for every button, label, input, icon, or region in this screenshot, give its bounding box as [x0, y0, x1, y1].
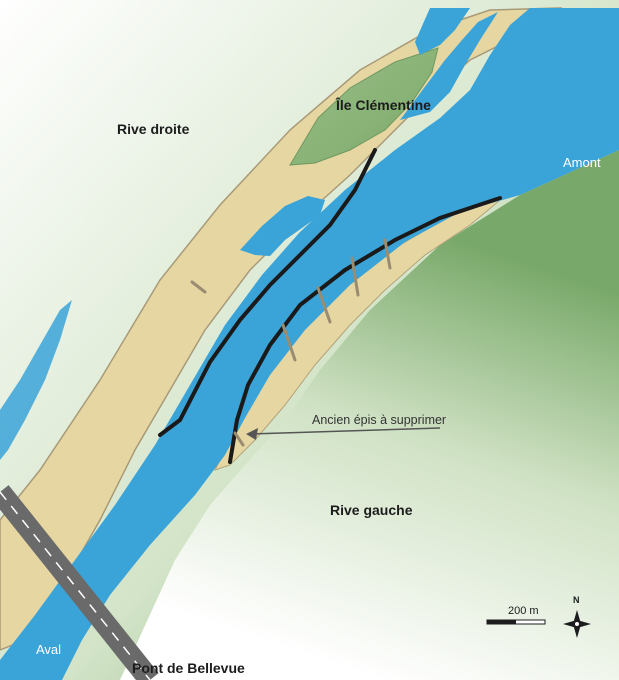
dike-upper [343, 196, 502, 272]
channel-north [415, 8, 470, 55]
label-pont-de-bellevue: Pont de Bellevue [132, 660, 245, 676]
channel-left-edge [0, 300, 72, 460]
label-ile-clementine: Île Clémentine [335, 96, 431, 113]
scale-bar-label: 200 m [508, 605, 539, 617]
label-rive-gauche: Rive gauche [330, 502, 413, 518]
north-arrow-icon: N [563, 595, 591, 638]
label-annotation: Ancien épis à supprimer [312, 413, 446, 427]
ile-clementine-land [289, 47, 439, 166]
north-arrow-label: N [573, 595, 580, 605]
label-amont: Amont [563, 155, 601, 170]
dike-lower [228, 268, 347, 464]
sand-bank-right [0, 7, 563, 651]
label-aval: Aval [36, 642, 61, 657]
side-channel [240, 196, 325, 256]
old-groynes [190, 238, 392, 447]
label-rive-droite: Rive droite [117, 121, 190, 137]
dike-island [158, 148, 377, 437]
rive-gauche-land [120, 150, 619, 680]
upstream-channel [400, 12, 498, 120]
annotation-arrow [246, 427, 441, 440]
pont-de-bellevue-road [0, 485, 159, 680]
river-main-channel [0, 8, 619, 680]
scale-bar: 200 m [486, 605, 546, 625]
